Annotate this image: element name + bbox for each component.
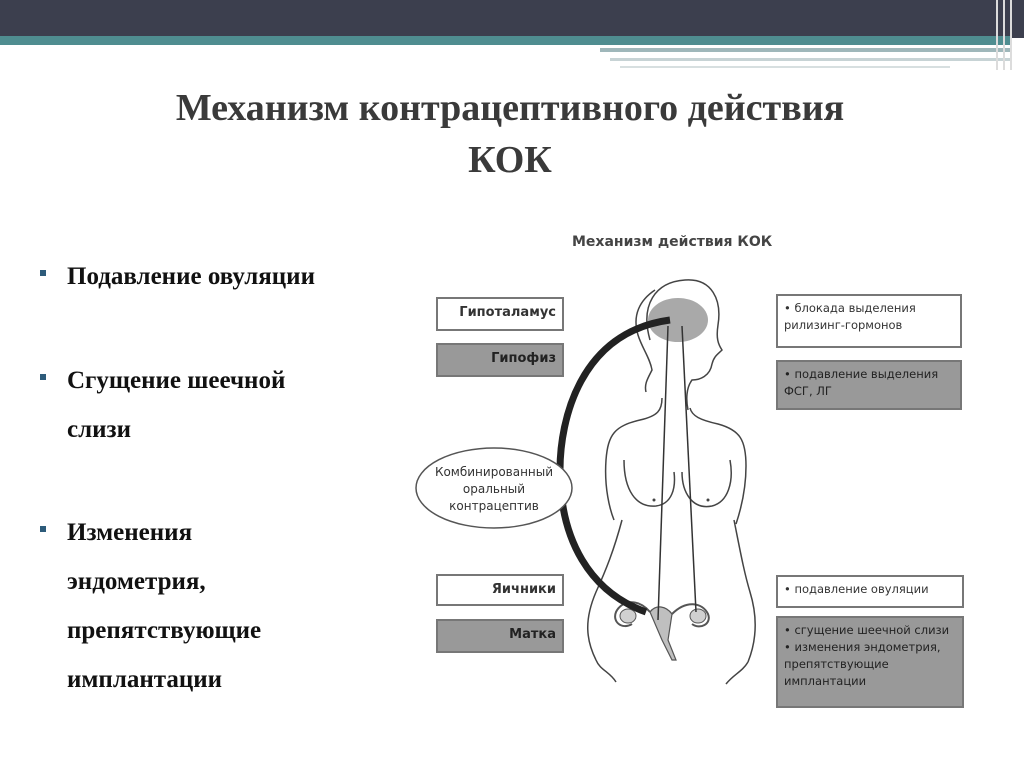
bullet-line: препятствующие	[67, 617, 262, 644]
effect-line: препятствующие	[784, 657, 889, 671]
uterus-shape	[649, 606, 677, 661]
decor-stripe	[620, 66, 950, 68]
bullet-marker-icon	[40, 374, 46, 380]
effect-line: • подавление выделения	[784, 367, 939, 381]
effect-line: • изменения эндометрия,	[784, 640, 941, 654]
bullet-item: Сгущение шеечной слизи	[40, 356, 407, 454]
head-outline	[646, 279, 723, 411]
bullet-line: Сгущение шеечной	[67, 367, 286, 394]
top-bar	[0, 0, 1024, 38]
hypothalamus-box: Гипоталамус	[436, 297, 564, 331]
organ-label: Гипоталамус	[459, 305, 556, 320]
brain-highlight	[648, 298, 708, 342]
coc-ellipse	[415, 447, 573, 529]
pituitary-box: Гипофиз	[436, 343, 564, 377]
uterus-effect-box: • сгущение шеечной слизи • изменения энд…	[776, 616, 964, 708]
pituitary-effect-box: • подавление выделения ФСГ, ЛГ	[776, 360, 962, 410]
decor-line	[1003, 0, 1005, 70]
effect-line: ФСГ, ЛГ	[784, 384, 832, 398]
slide-title: Механизм контрацептивного действия КОК	[60, 82, 960, 186]
bullet-line: эндометрия,	[67, 568, 206, 595]
effect-line: • сгущение шеечной слизи	[784, 623, 950, 637]
coc-label-line: контрацептив	[449, 499, 539, 513]
effect-line: рилизинг-гормонов	[784, 318, 903, 332]
hypothalamus-effect-box: • блокада выделения рилизинг-гормонов	[776, 294, 962, 348]
coc-label-line: оральный	[462, 482, 526, 496]
bullet-text: Сгущение шеечной слизи	[67, 356, 407, 454]
bullet-text: Подавление овуляции	[67, 252, 407, 301]
decor-line	[996, 0, 998, 70]
body-figure	[415, 279, 756, 685]
ovaries-effect-box: • подавление овуляции	[776, 575, 964, 608]
ovary-left	[619, 608, 637, 624]
bullet-marker-icon	[40, 270, 46, 276]
bullet-line: слизи	[67, 416, 131, 443]
effect-line: имплантации	[784, 674, 867, 688]
axis-line	[657, 325, 669, 621]
action-arc	[556, 316, 671, 616]
bullet-line: Подавление овуляции	[67, 263, 315, 290]
uterus-box: Матка	[436, 619, 564, 653]
hair-outline	[635, 289, 656, 393]
coc-label: Комбинированный оральный контрацептив	[422, 464, 566, 515]
title-line: Механизм контрацептивного действия	[175, 87, 845, 129]
organ-label: Матка	[509, 627, 556, 642]
organ-label: Яичники	[491, 582, 556, 597]
bullet-item: Подавление овуляции	[40, 252, 407, 301]
decor-stripe	[610, 58, 1010, 61]
ovaries-box: Яичники	[436, 574, 564, 606]
bullet-text: Изменения эндометрия, препятствующие имп…	[67, 508, 407, 704]
bullet-line: имплантации	[67, 666, 223, 693]
bullet-item: Изменения эндометрия, препятствующие имп…	[40, 508, 407, 704]
effect-line: • подавление овуляции	[784, 582, 929, 596]
organ-label: Гипофиз	[491, 351, 556, 366]
bullet-marker-icon	[40, 526, 46, 532]
title-line: КОК	[468, 139, 552, 181]
effect-line: • блокада выделения	[784, 301, 916, 315]
decor-stripe	[600, 48, 1010, 52]
axis-line	[681, 325, 697, 613]
diagram-title: Механизм действия КОК	[572, 234, 773, 250]
bullet-line: Изменения	[67, 519, 193, 546]
mechanism-diagram: Механизм действия КОК	[400, 220, 1020, 740]
coc-label-line: Комбинированный	[434, 465, 554, 479]
ovary-right	[689, 608, 707, 624]
decor-line	[1010, 0, 1012, 70]
accent-stripe	[0, 36, 1010, 45]
